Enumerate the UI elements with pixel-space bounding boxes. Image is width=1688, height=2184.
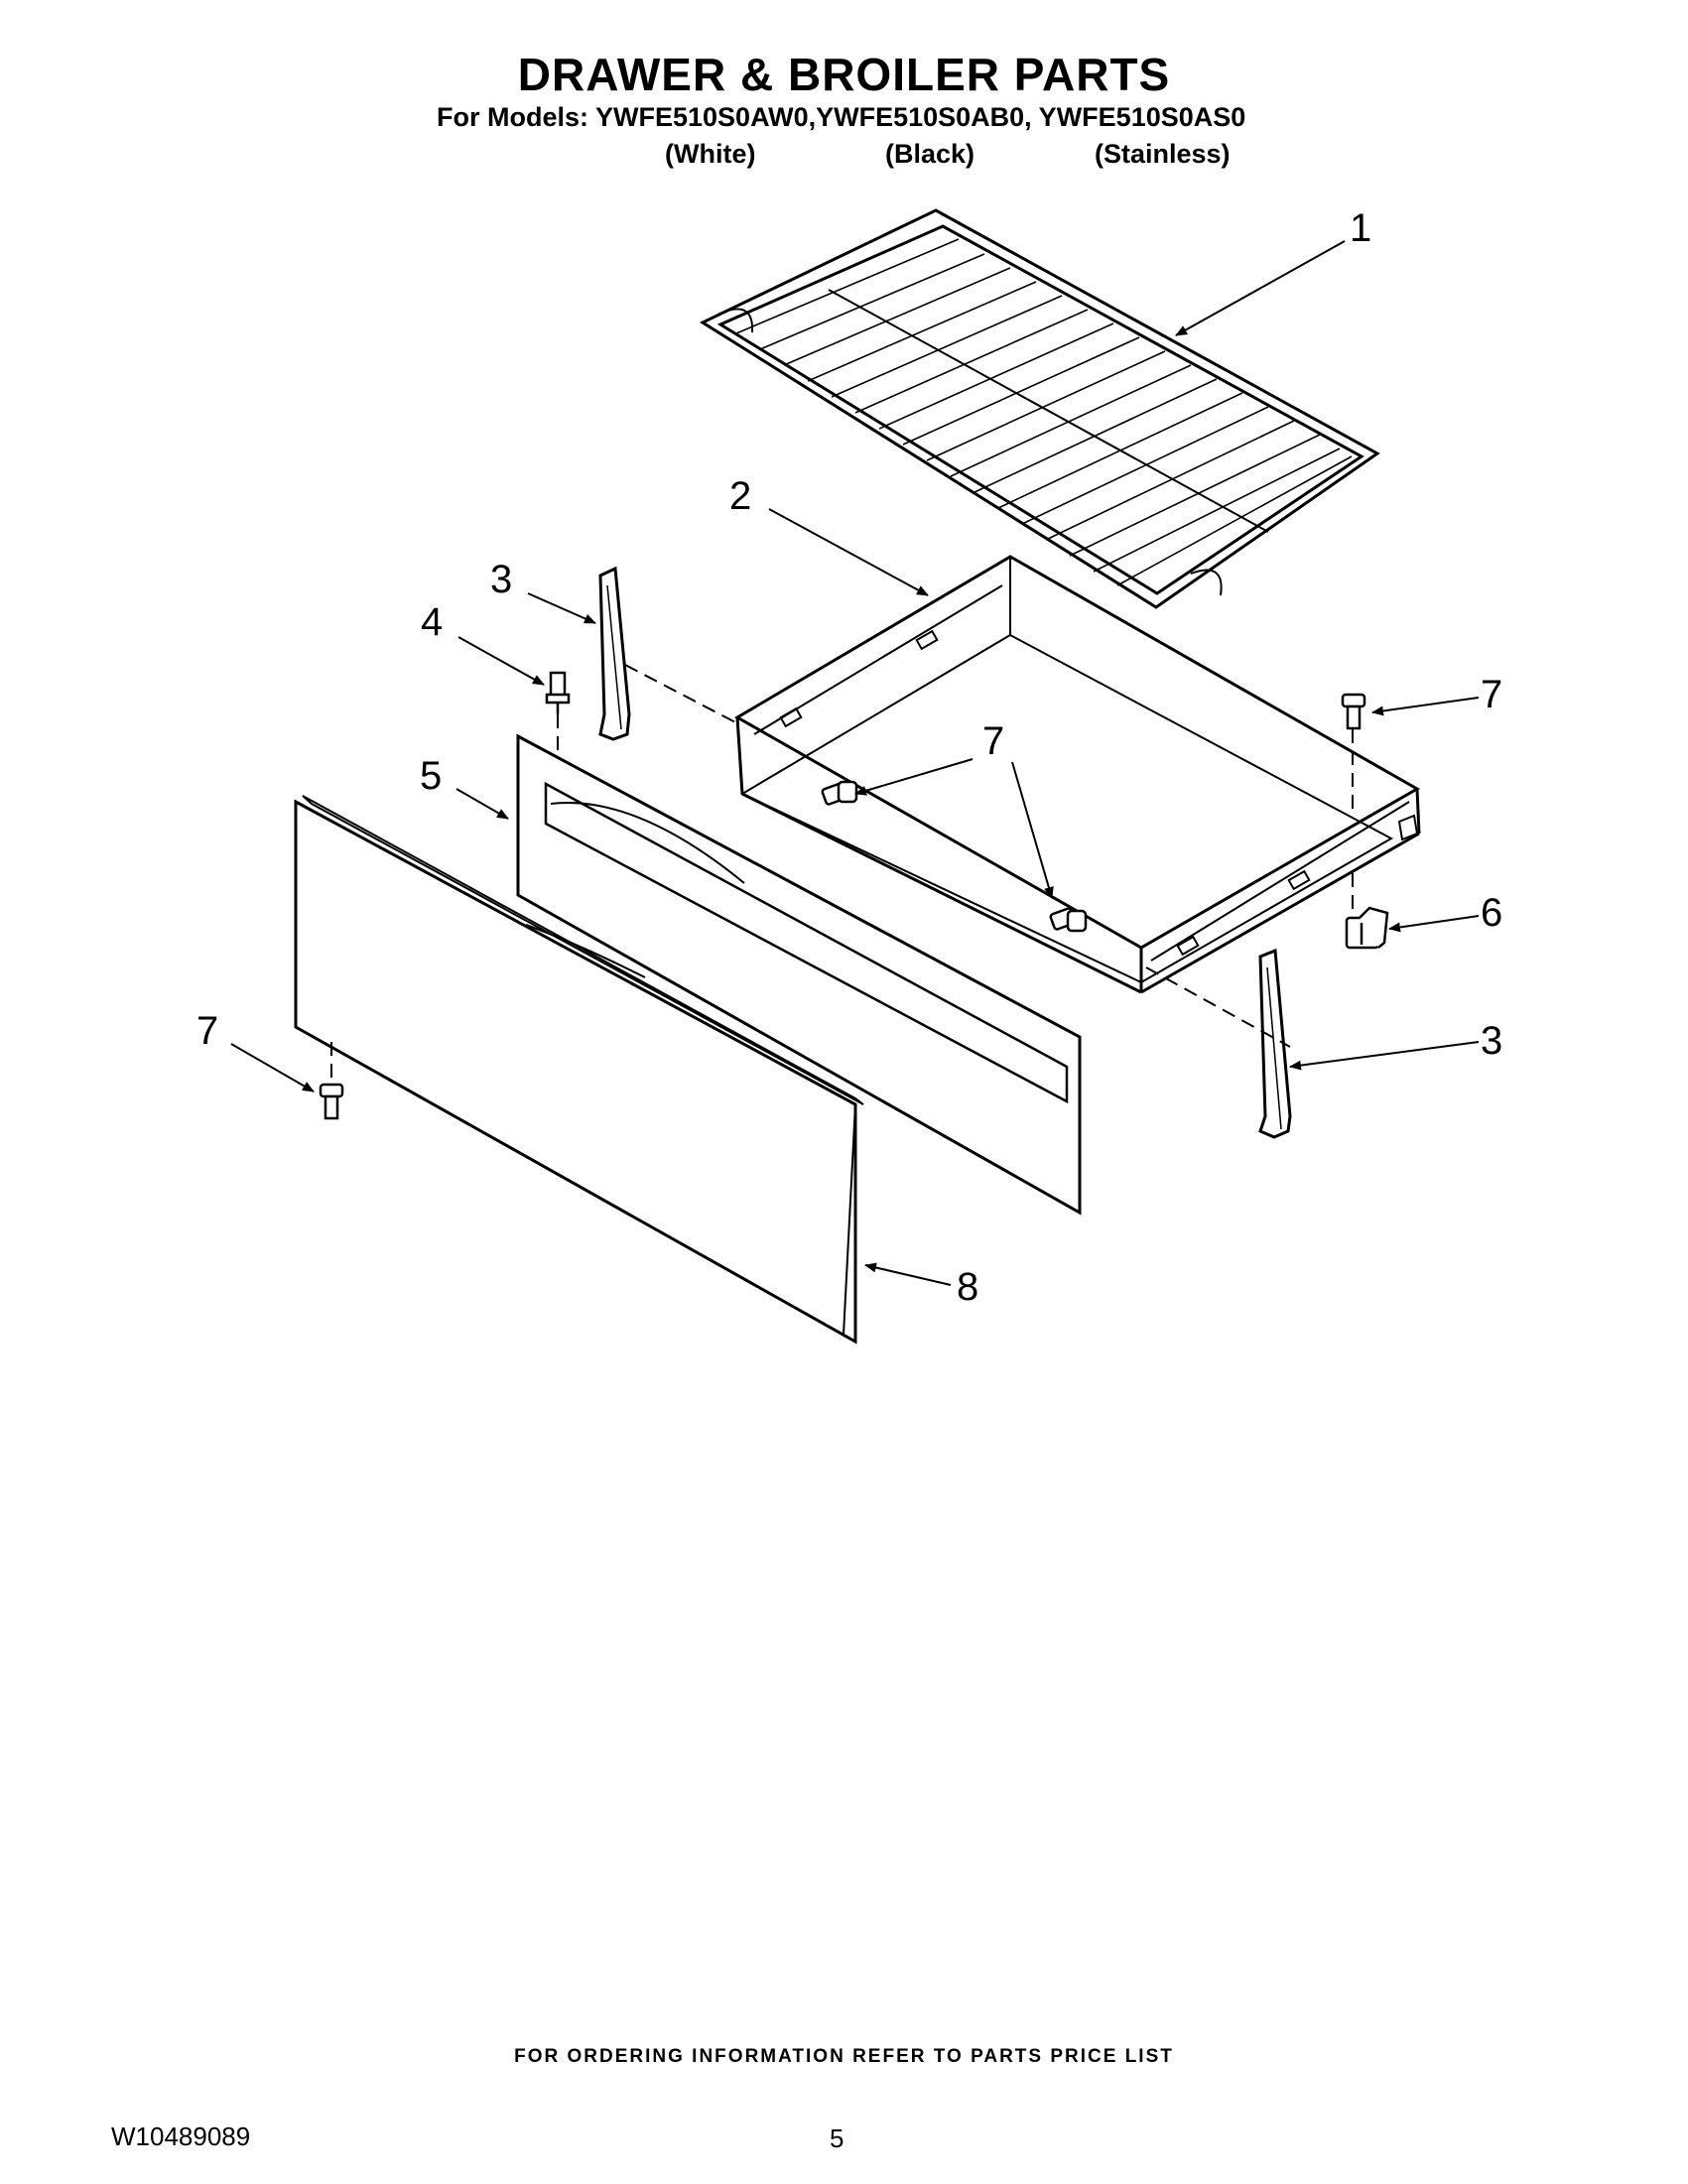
- screw-part-7-center-b: [1049, 907, 1088, 933]
- variant-stainless: (Stainless): [1095, 139, 1231, 169]
- drawer-glide-left: [598, 566, 631, 741]
- page-number: 5: [830, 2123, 844, 2153]
- screw-part-7-right: [1341, 693, 1366, 730]
- drawer-front-panel: [294, 795, 864, 1345]
- variant-black: (Black): [885, 139, 975, 169]
- callout-7-left: 7: [196, 1009, 218, 1053]
- callout-4: 4: [421, 600, 443, 644]
- callout-8: 8: [957, 1265, 978, 1309]
- callout-7-center: 7: [982, 719, 1004, 763]
- callout-6: 6: [1481, 891, 1502, 935]
- callout-1: 1: [1350, 206, 1371, 250]
- callout-3-right: 3: [1481, 1019, 1502, 1063]
- callout-7-right: 7: [1481, 673, 1502, 716]
- drawer-body: [734, 555, 1421, 994]
- ordering-note: FOR ORDERING INFORMATION REFER TO PARTS …: [514, 2046, 1174, 2067]
- drawer-glide-right: [1258, 948, 1292, 1139]
- screw-part-7-center-a: [821, 780, 858, 806]
- callout-2: 2: [729, 474, 751, 518]
- drawer-inner-panel: [516, 733, 1082, 1216]
- drawer-clip: [1345, 906, 1389, 950]
- callout-3-left: 3: [490, 558, 512, 601]
- screw-part-7-left: [319, 1083, 344, 1120]
- models-line: For Models: YWFE510S0AW0,YWFE510S0AB0, Y…: [437, 102, 1246, 132]
- screw-part-4: [545, 671, 571, 714]
- broiler-rack: [699, 208, 1380, 609]
- leader-arrows: [230, 240, 1480, 1286]
- assembly-lines: [330, 664, 1354, 1082]
- document-id: W10489089: [111, 2121, 251, 2151]
- callout-5: 5: [420, 754, 442, 798]
- page-title: DRAWER & BROILER PARTS: [517, 49, 1171, 100]
- variant-white: (White): [665, 139, 756, 169]
